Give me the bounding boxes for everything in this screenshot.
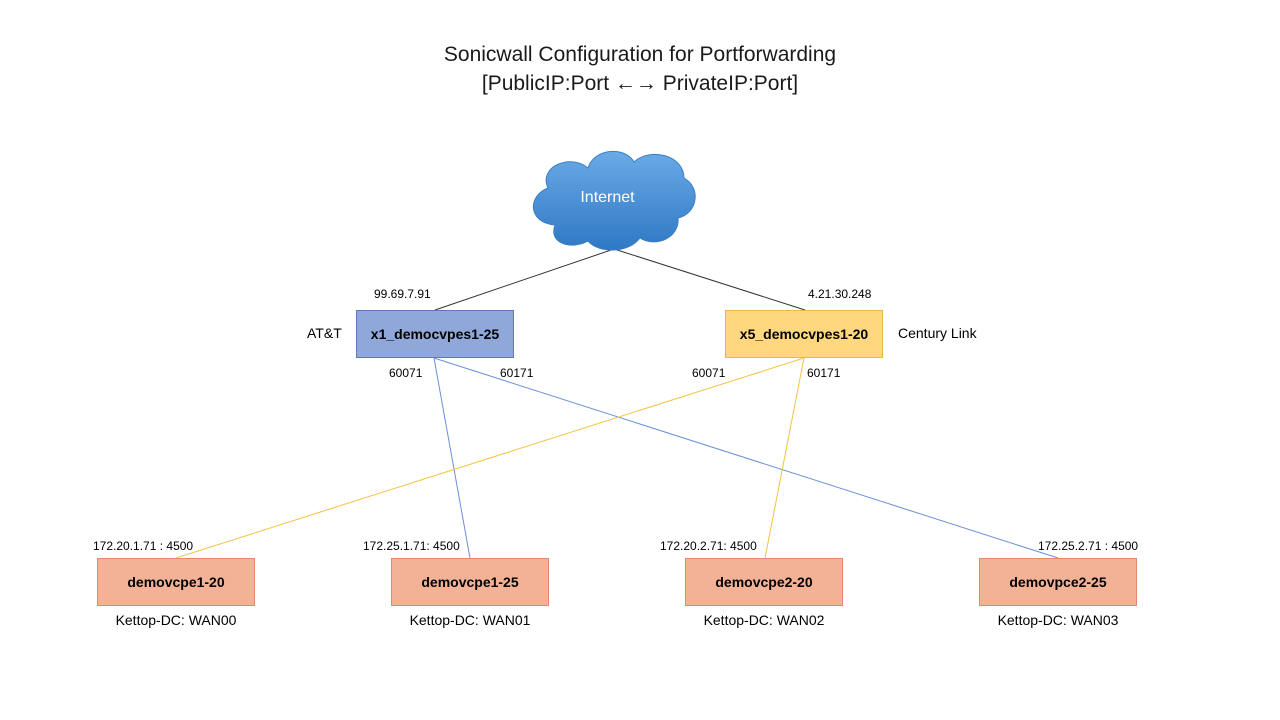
internet-label: Internet: [580, 189, 635, 206]
private-ip-demovcpe2-20: 172.20.2.71: 4500: [660, 539, 757, 553]
location-wan00: Kettop-DC: WAN00: [115, 612, 237, 628]
firewall-att-label: x1_democvpes1-25: [370, 326, 500, 342]
firewall-att: x1_democvpes1-25: [356, 310, 514, 358]
device-demovpce2-25: demovpce2-25: [979, 558, 1137, 606]
port-att-2: 60171: [500, 366, 534, 380]
isp-label-att: AT&T: [307, 325, 342, 341]
device-demovcpe2-20: demovcpe2-20: [685, 558, 843, 606]
private-ip-demovpce2-25: 172.25.2.71 : 4500: [1038, 539, 1139, 553]
private-ip-demovcpe1-20: 172.20.1.71 : 4500: [93, 539, 194, 553]
device-label: demovcpe1-20: [127, 574, 225, 590]
link-att-demovcpe1-25: [433, 357, 471, 559]
device-label: demovcpe1-25: [421, 574, 519, 590]
port-att-1: 60071: [389, 366, 423, 380]
private-ip-demovcpe1-25: 172.25.1.71: 4500: [363, 539, 460, 553]
port-centurylink-1: 60071: [692, 366, 726, 380]
device-label: demovcpe2-20: [715, 574, 813, 590]
diagram-title: Sonicwall Configuration for Portforwardi…: [443, 43, 837, 66]
link-internet-centurylink: [613, 248, 806, 311]
location-wan02: Kettop-DC: WAN02: [703, 612, 825, 628]
public-ip-att: 99.69.7.91: [374, 287, 431, 301]
location-wan03: Kettop-DC: WAN03: [997, 612, 1119, 628]
isp-label-centurylink: Century Link: [898, 325, 977, 341]
device-demovcpe1-20: demovcpe1-20: [97, 558, 255, 606]
port-centurylink-2: 60171: [807, 366, 841, 380]
link-centurylink-demovcpe1-20: [175, 357, 805, 559]
device-demovcpe1-25: demovcpe1-25: [391, 558, 549, 606]
firewall-centurylink: x5_democvpes1-20: [725, 310, 883, 358]
firewall-centurylink-label: x5_democvpes1-20: [739, 326, 869, 342]
link-att-demovpce2-25: [433, 357, 1059, 559]
link-centurylink-demovcpe2-20: [764, 357, 805, 559]
public-ip-centurylink: 4.21.30.248: [808, 287, 872, 301]
link-internet-att: [434, 248, 615, 311]
location-wan01: Kettop-DC: WAN01: [409, 612, 531, 628]
device-label: demovpce2-25: [1009, 574, 1107, 590]
internet-cloud-icon: [532, 150, 696, 251]
diagram-subtitle: [PublicIP:Port ←→ PrivateIP:Port]: [481, 72, 799, 95]
